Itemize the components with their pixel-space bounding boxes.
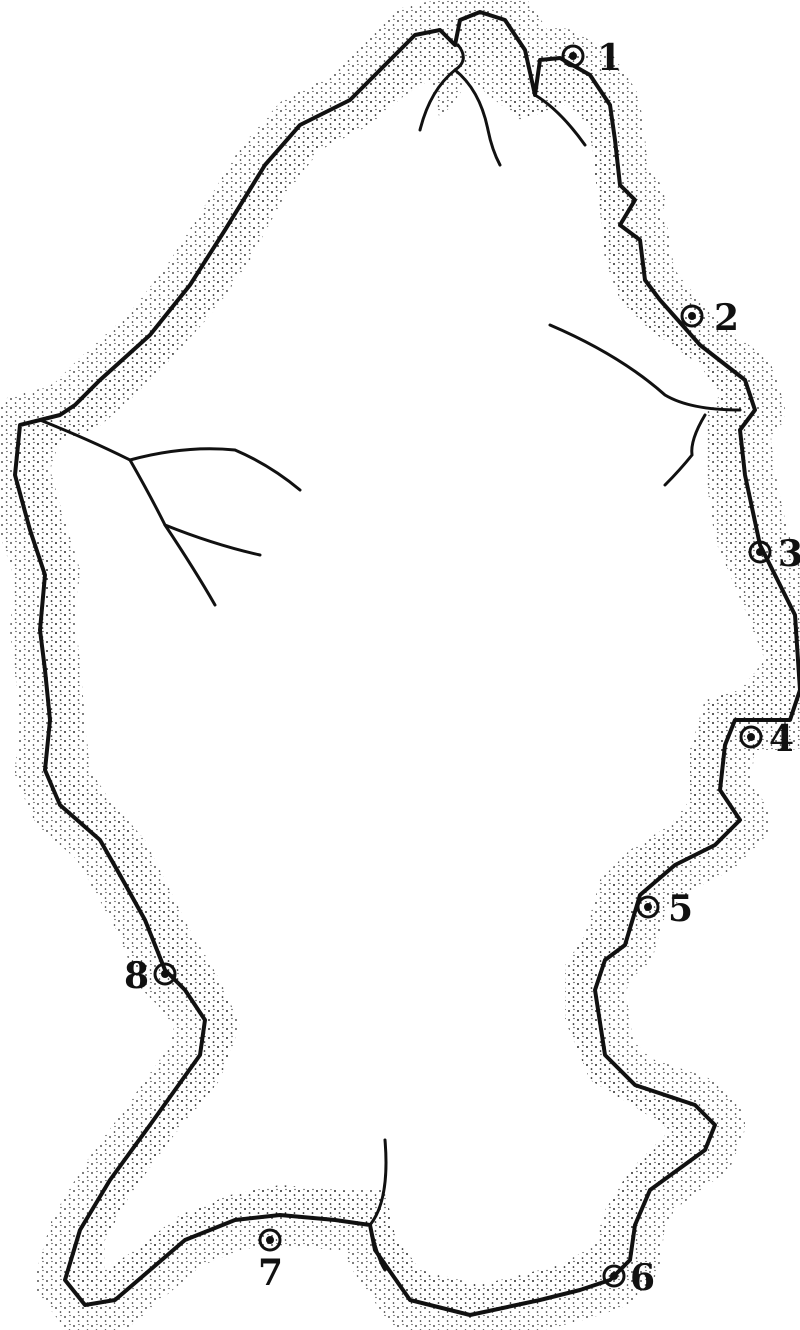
marker-label-8: 8 [124,955,149,997]
marker-dot [644,903,652,911]
marker-dot [756,548,764,556]
marker-label-4: 4 [769,718,794,760]
marker-dot [161,970,169,978]
marker-label-6: 6 [630,1257,655,1299]
marker-dot [610,1272,618,1280]
marker-dot [266,1236,274,1244]
marker-label-1: 1 [597,37,622,79]
marker-label-5: 5 [668,888,693,930]
marker-label-7: 7 [258,1252,283,1294]
marker-label-3: 3 [778,533,800,575]
marker-dot [747,733,755,741]
marker-dot [569,52,577,60]
marker-dot [688,312,696,320]
marker-label-2: 2 [714,297,739,339]
